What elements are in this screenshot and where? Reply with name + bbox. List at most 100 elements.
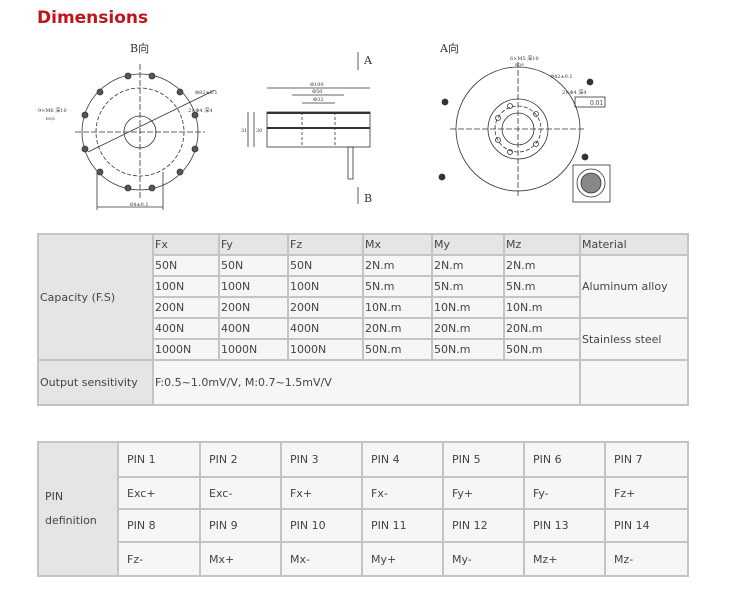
cell: 200N bbox=[152, 296, 220, 319]
cell: Mz+ bbox=[523, 541, 606, 577]
drawing-annotation: Φ100 bbox=[310, 82, 324, 88]
cell: PIN 9 bbox=[199, 508, 282, 543]
cell: Fx- bbox=[361, 476, 444, 510]
header-fx: Fx bbox=[152, 233, 220, 256]
cell: My- bbox=[442, 541, 525, 577]
label-line: PIN bbox=[45, 490, 64, 503]
drawing-annotation: 64±0.1 bbox=[130, 202, 149, 208]
b-view-drawing: B向 64±0.1 Φ82±0.1 2×Φ4 深4 9×M6 深10 EQS bbox=[38, 41, 218, 210]
cell: 400N bbox=[287, 317, 364, 340]
cell: Fx+ bbox=[280, 476, 363, 510]
cell: 10N.m bbox=[503, 296, 581, 319]
drawing-annotation: A bbox=[363, 54, 373, 67]
empty-cell bbox=[579, 359, 689, 406]
cell: Mz- bbox=[604, 541, 689, 577]
cell: 2N.m bbox=[431, 254, 505, 277]
cell: PIN 2 bbox=[199, 441, 282, 478]
cell: 1000N bbox=[152, 338, 220, 361]
cell: 50N.m bbox=[362, 338, 433, 361]
drawing-annotation: EQS bbox=[46, 116, 55, 121]
cell: 100N bbox=[152, 275, 220, 298]
table-row: Output sensitivity F:0.5~1.0mV/V, M:0.7~… bbox=[37, 359, 689, 406]
cell: Fy- bbox=[523, 476, 606, 510]
cell: PIN 5 bbox=[442, 441, 525, 478]
cell: Fz+ bbox=[604, 476, 689, 510]
header-fy: Fy bbox=[218, 233, 289, 256]
drawing-annotation: Φ32 bbox=[313, 97, 323, 103]
cell: Mx- bbox=[280, 541, 363, 577]
cell: Exc+ bbox=[117, 476, 201, 510]
cell: PIN 8 bbox=[117, 508, 201, 543]
drawing-annotation: 9×M6 深10 bbox=[38, 107, 67, 114]
cell: 100N bbox=[287, 275, 364, 298]
pin-definition-label: PIN definition bbox=[37, 441, 119, 577]
a-view-drawing: A向 6×M5 深10 EQS Φ42±0.1 2×Φ4 深4 0.01 bbox=[438, 41, 611, 203]
connector-icon bbox=[572, 164, 611, 203]
header-mz: Mz bbox=[503, 233, 581, 256]
cell: PIN 3 bbox=[280, 441, 363, 478]
header-my: My bbox=[431, 233, 505, 256]
cell: 400N bbox=[152, 317, 220, 340]
section-title: Dimensions bbox=[37, 8, 149, 28]
cell: 5N.m bbox=[431, 275, 505, 298]
cell: PIN 4 bbox=[361, 441, 444, 478]
cell: PIN 12 bbox=[442, 508, 525, 543]
table-row: Fz-Mx+Mx-My+My-Mz+Mz- bbox=[38, 541, 689, 577]
drawing-annotation: 30 bbox=[256, 128, 262, 134]
cell: 50N.m bbox=[431, 338, 505, 361]
drawing-annotation: 0.01 bbox=[590, 100, 603, 107]
cell: 50N bbox=[152, 254, 220, 277]
cell: PIN 6 bbox=[523, 441, 606, 478]
cell: Fy+ bbox=[442, 476, 525, 510]
cell: 20N.m bbox=[503, 317, 581, 340]
cell: 20N.m bbox=[431, 317, 505, 340]
cell: 10N.m bbox=[362, 296, 433, 319]
drawing-annotation: 31 bbox=[241, 128, 247, 134]
material-cell: Aluminum alloy bbox=[579, 254, 689, 319]
capacity-table: Capacity (F.S) Fx Fy Fz Mx My Mz Materia… bbox=[37, 233, 689, 406]
cell: Fz- bbox=[117, 541, 201, 577]
drawing-annotation: Φ42±0.1 bbox=[550, 74, 573, 80]
header-fz: Fz bbox=[287, 233, 364, 256]
drawing-annotation: EQS bbox=[515, 62, 524, 67]
cell: 2N.m bbox=[362, 254, 433, 277]
cell: 50N bbox=[287, 254, 364, 277]
drawing-annotation: Φ82±0.1 bbox=[195, 90, 218, 96]
cell: 200N bbox=[218, 296, 289, 319]
cell: My+ bbox=[361, 541, 444, 577]
cell: 10N.m bbox=[431, 296, 505, 319]
drawing-annotation: 6×M5 深10 bbox=[510, 55, 539, 62]
sensitivity-label: Output sensitivity bbox=[37, 359, 154, 406]
cell: 20N.m bbox=[362, 317, 433, 340]
cell: 1000N bbox=[218, 338, 289, 361]
cell: 50N bbox=[218, 254, 289, 277]
side-view-drawing: A Φ100 Φ50 Φ32 31 30 B bbox=[241, 52, 373, 205]
drawing-annotation: B向 bbox=[130, 41, 149, 55]
drawing-annotation: B bbox=[364, 192, 372, 205]
cell: PIN 10 bbox=[280, 508, 363, 543]
cell: PIN 7 bbox=[604, 441, 689, 478]
cell: 100N bbox=[218, 275, 289, 298]
drawing-annotation: 2×Φ4 深4 bbox=[562, 89, 586, 96]
drawing-annotation: Φ50 bbox=[312, 89, 322, 95]
cell: 200N bbox=[287, 296, 364, 319]
dimension-drawing: B向 64±0.1 Φ82±0.1 2×Φ4 深4 9×M6 深10 EQS A… bbox=[38, 41, 611, 210]
cell: 400N bbox=[218, 317, 289, 340]
cell: PIN 11 bbox=[361, 508, 444, 543]
material-cell: Stainless steel bbox=[579, 317, 689, 361]
header-mx: Mx bbox=[362, 233, 433, 256]
cell: 2N.m bbox=[503, 254, 581, 277]
cell: PIN 13 bbox=[523, 508, 606, 543]
cell: 5N.m bbox=[362, 275, 433, 298]
table-row: Exc+Exc-Fx+Fx-Fy+Fy-Fz+ bbox=[38, 476, 689, 510]
cell: 1000N bbox=[287, 338, 364, 361]
cell: 50N.m bbox=[503, 338, 581, 361]
header-material: Material bbox=[579, 233, 689, 256]
label-line: definition bbox=[45, 514, 97, 527]
